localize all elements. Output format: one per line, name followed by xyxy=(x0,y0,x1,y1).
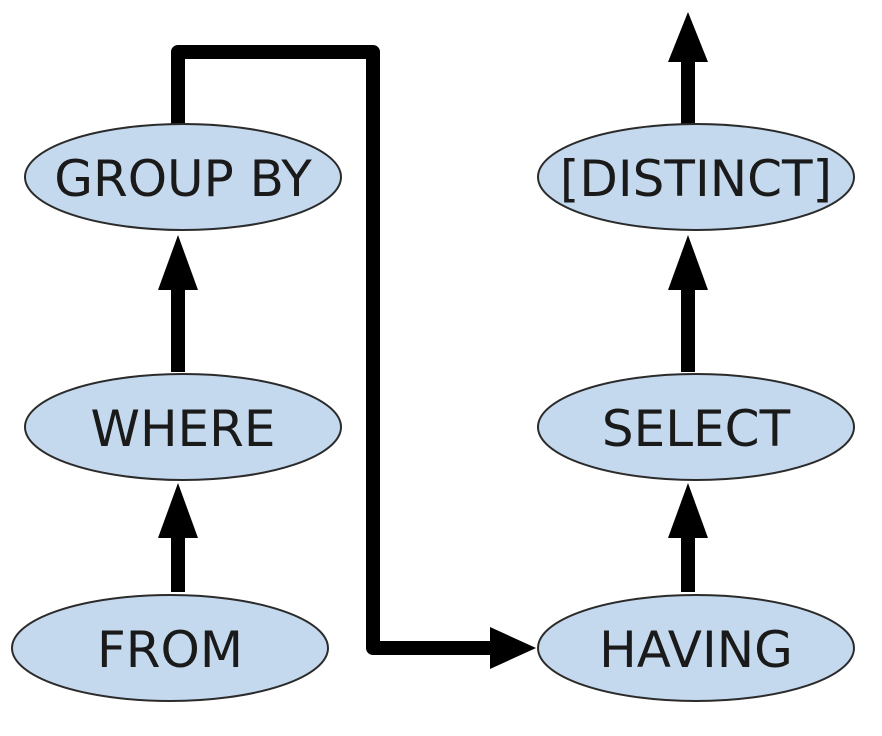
arrowhead-where xyxy=(158,483,198,538)
node-distinct-label: [DISTINCT] xyxy=(560,150,832,208)
node-select: SELECT xyxy=(537,373,855,481)
arrowhead-output xyxy=(668,12,708,62)
arrowhead-having xyxy=(490,627,536,669)
node-from: FROM xyxy=(11,594,329,702)
node-group-by: GROUP BY xyxy=(24,123,342,231)
node-where: WHERE xyxy=(24,373,342,481)
node-having-label: HAVING xyxy=(599,621,793,679)
arrowhead-distinct xyxy=(668,235,708,290)
node-distinct-shape xyxy=(537,123,855,231)
node-select-shape xyxy=(537,373,855,481)
node-having-shape xyxy=(537,594,855,702)
node-distinct: [DISTINCT] xyxy=(537,123,855,231)
node-from-shape xyxy=(11,594,329,702)
node-having: HAVING xyxy=(537,594,855,702)
node-group-by-shape xyxy=(24,123,342,231)
node-where-label: WHERE xyxy=(91,400,276,458)
node-from-label: FROM xyxy=(97,621,243,679)
arrowhead-select xyxy=(668,483,708,538)
arrow-group-by-to-having xyxy=(171,45,500,655)
node-where-shape xyxy=(24,373,342,481)
node-group-by-label: GROUP BY xyxy=(54,150,312,208)
arrowhead-group-by xyxy=(158,235,198,290)
node-select-label: SELECT xyxy=(602,400,791,458)
